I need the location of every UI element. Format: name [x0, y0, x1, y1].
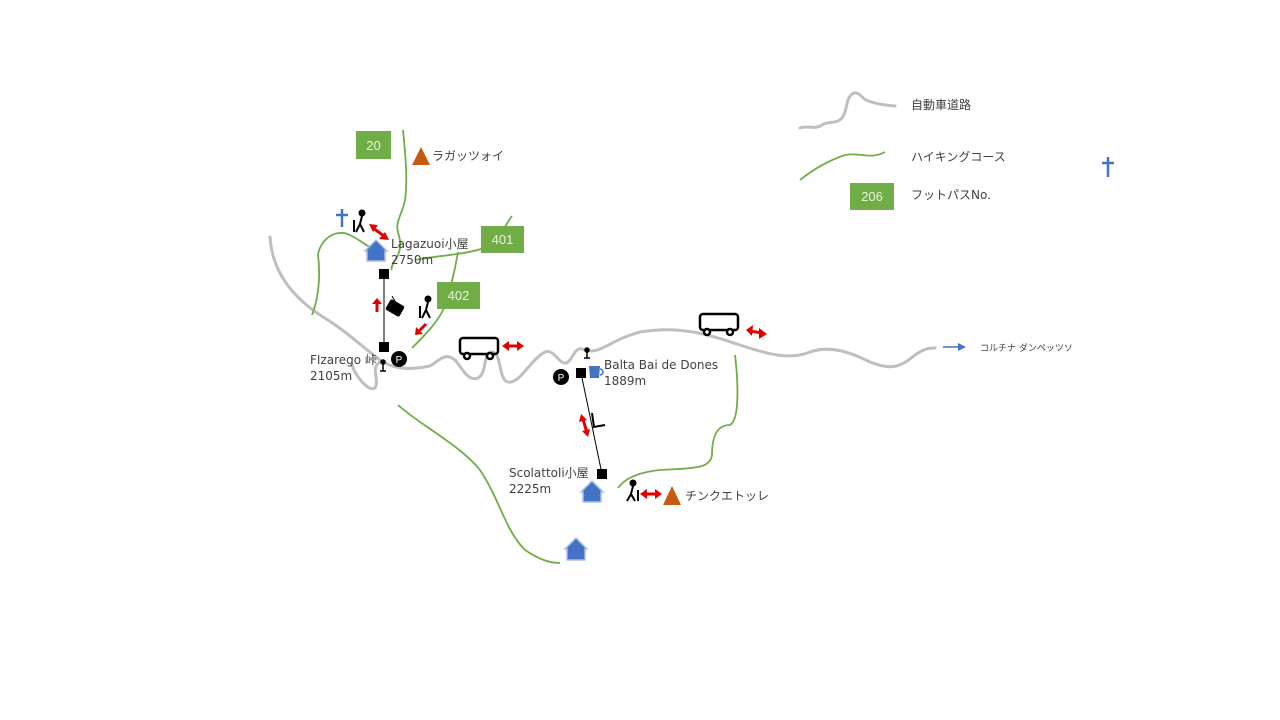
- parking-icons: P P: [391, 351, 569, 385]
- path-number-20: 20: [356, 131, 391, 159]
- legend-trail-label: ハイキングコース: [911, 150, 1006, 164]
- stations: [379, 269, 607, 479]
- peak-icons: [412, 147, 681, 505]
- hut-icons: [363, 238, 605, 561]
- lagazuoi-peak-label: ラガッツォイ: [432, 149, 505, 163]
- bai-de-dones-label: Balta Bai de Dones: [604, 358, 719, 372]
- hiker-icons: [353, 209, 639, 502]
- cafe-icon: [589, 366, 604, 378]
- path-number-401: 401: [481, 226, 524, 253]
- legend-road-label: 自動車道路: [911, 98, 972, 112]
- gondola-icon: [385, 295, 405, 317]
- falzarego-label: FIzarego 峠: [310, 353, 377, 367]
- svg-text:P: P: [396, 355, 403, 366]
- scoiattoli-hut-label: Scolattoli小屋: [509, 466, 589, 480]
- lagazuoi-hut-label: Lagazuoi小屋: [391, 237, 469, 251]
- falzarego-alt-label: 2105m: [310, 369, 353, 383]
- cortina-label: コルチナ ダンペッツソ: [980, 344, 1073, 354]
- bus-icons: [458, 312, 740, 361]
- red-arrows: [369, 224, 767, 499]
- pass-markers: [380, 347, 590, 372]
- road: [268, 91, 937, 391]
- scoiattoli-alt-label: 2225m: [509, 482, 552, 496]
- bai-de-dones-alt-label: 1889m: [604, 374, 647, 388]
- cable-cars: [383, 274, 603, 475]
- legend-footpath-label: フットパスNo.: [911, 188, 991, 202]
- cross-icons: [336, 157, 1114, 227]
- legend-footpath-box: 206: [850, 183, 894, 210]
- lagazuoi-alt-label: 2750m: [391, 253, 434, 267]
- svg-text:P: P: [558, 373, 565, 384]
- cinque-torri-label: チンクエトッレ: [685, 489, 770, 503]
- chairlift-icon: [591, 412, 606, 429]
- direction-arrow-icon: [943, 343, 966, 351]
- path-number-402: 402: [437, 282, 480, 309]
